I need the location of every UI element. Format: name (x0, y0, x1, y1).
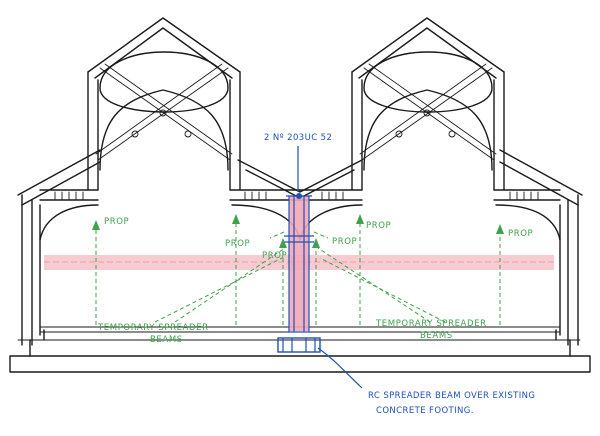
central-column (277, 193, 321, 353)
column-note: 2 Nº 203UC 52 (264, 133, 332, 143)
prop-label-4: PROP (332, 237, 357, 247)
prop-label-2: PROP (225, 239, 250, 249)
prop-label-1: PROP (104, 217, 129, 227)
rc-beam-note-line2: CONCRETE FOOTING. (376, 406, 474, 416)
rc-beam-note-line1: RC SPREADER BEAM OVER EXISTING (368, 391, 535, 401)
prop-label-3: PROP (262, 251, 287, 261)
left-wall (17, 149, 101, 346)
spreader-diagonals (154, 247, 446, 323)
prop-label-5: PROP (366, 221, 391, 231)
spreader-beams-right-line2: BEAMS (420, 331, 453, 341)
spreader-beams-left-line2: BEAMS (150, 335, 183, 345)
prop-arrows (92, 214, 504, 325)
rc-beam-leader (317, 347, 363, 389)
spreader-beams-right-line1: TEMPORARY SPREADER (375, 319, 487, 329)
spreader-beams-left-line1: TEMPORARY SPREADER (97, 323, 209, 333)
prop-label-6: PROP (508, 229, 533, 239)
right-wall (499, 149, 583, 346)
right-bay-truss (299, 17, 561, 241)
left-bay-truss (39, 17, 301, 241)
ground-base (9, 326, 591, 373)
